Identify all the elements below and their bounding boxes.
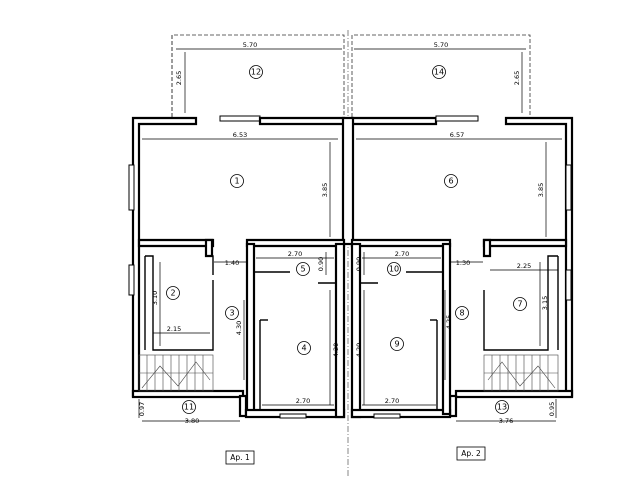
dimension-lines [138, 48, 562, 422]
svg-text:12: 12 [251, 68, 261, 77]
room-marker: 1 [230, 174, 244, 188]
svg-text:4: 4 [301, 344, 306, 353]
window-left-top [219, 115, 261, 122]
dim-label: 4.20 [355, 343, 363, 357]
room-marker: 6 [444, 174, 458, 188]
room-marker: 5 [296, 262, 310, 276]
dim-label: 2.70 [395, 250, 409, 258]
dim-label: 2.25 [517, 262, 531, 270]
dim-label: 4.20 [332, 343, 340, 357]
dim-label: 6.53 [233, 131, 247, 139]
room-marker: 14 [432, 65, 446, 79]
dim-label: 2.70 [288, 250, 302, 258]
dim-label: 1.40 [225, 259, 239, 267]
dim-label: 3.85 [537, 183, 545, 197]
stairs-left [138, 354, 214, 392]
stairs-right [483, 354, 559, 392]
svg-text:14: 14 [434, 68, 444, 77]
dim-label: 4.25 [445, 315, 453, 329]
dim-label: 1.30 [456, 259, 470, 267]
room-marker: 10 [387, 262, 401, 276]
window-left-side-1 [128, 164, 135, 211]
dim-label: 0.95 [548, 402, 556, 416]
dim-label: 3.10 [151, 291, 159, 305]
room-marker: 11 [182, 400, 196, 414]
room-marker: 7 [513, 297, 527, 311]
svg-text:9: 9 [394, 340, 399, 349]
svg-text:10: 10 [389, 265, 399, 274]
window-right-top [435, 115, 479, 122]
dim-label: 2.70 [385, 397, 399, 405]
svg-text:13: 13 [497, 403, 507, 412]
interior-walls [137, 238, 568, 419]
apartment-label-2: Ap. 2 [456, 446, 486, 461]
svg-text:3: 3 [229, 309, 234, 318]
apartment-label-1: Ap. 1 [225, 450, 255, 465]
dim-label: 2.65 [513, 71, 521, 85]
dim-label: 5.70 [434, 41, 448, 49]
svg-text:5: 5 [300, 265, 305, 274]
svg-text:11: 11 [184, 403, 194, 412]
window-left-side-2 [128, 264, 135, 296]
window-right-side-1 [565, 164, 572, 211]
dim-label: 0.90 [317, 257, 325, 271]
svg-text:1: 1 [234, 177, 239, 186]
dim-label: 0.97 [138, 402, 146, 416]
terrace-outlines [171, 34, 531, 117]
dim-label: 5.70 [243, 41, 257, 49]
dim-label: 3.85 [321, 183, 329, 197]
svg-text:8: 8 [459, 309, 464, 318]
dim-label: 2.65 [175, 71, 183, 85]
dimension-labels: 5.70 5.70 2.65 2.65 6.53 6.57 3.85 3.85 … [138, 41, 556, 425]
window-right-side-2 [565, 269, 572, 301]
room-marker: 12 [249, 65, 263, 79]
dim-label: 3.76 [499, 417, 513, 425]
svg-text:Ap. 1: Ap. 1 [230, 453, 250, 462]
room-marker: 13 [495, 400, 509, 414]
room-marker: 4 [297, 341, 311, 355]
svg-text:Ap. 2: Ap. 2 [461, 449, 481, 458]
room-marker: 9 [390, 337, 404, 351]
dim-label: 3.80 [185, 417, 199, 425]
dim-label: 2.70 [296, 397, 310, 405]
svg-text:2: 2 [170, 289, 175, 298]
party-wall [341, 116, 355, 246]
room-marker: 8 [455, 306, 469, 320]
svg-text:7: 7 [517, 300, 522, 309]
dim-label: 2.15 [167, 325, 181, 333]
dim-label: 0.90 [355, 257, 363, 271]
room-markers: 12 14 1 6 2 3 5 10 [166, 65, 527, 414]
room-marker: 3 [225, 306, 239, 320]
dim-label: 3.15 [541, 296, 549, 310]
dim-label: 4.30 [235, 321, 243, 335]
dim-label: 6.57 [450, 131, 464, 139]
svg-text:6: 6 [448, 177, 453, 186]
room-marker: 2 [166, 286, 180, 300]
